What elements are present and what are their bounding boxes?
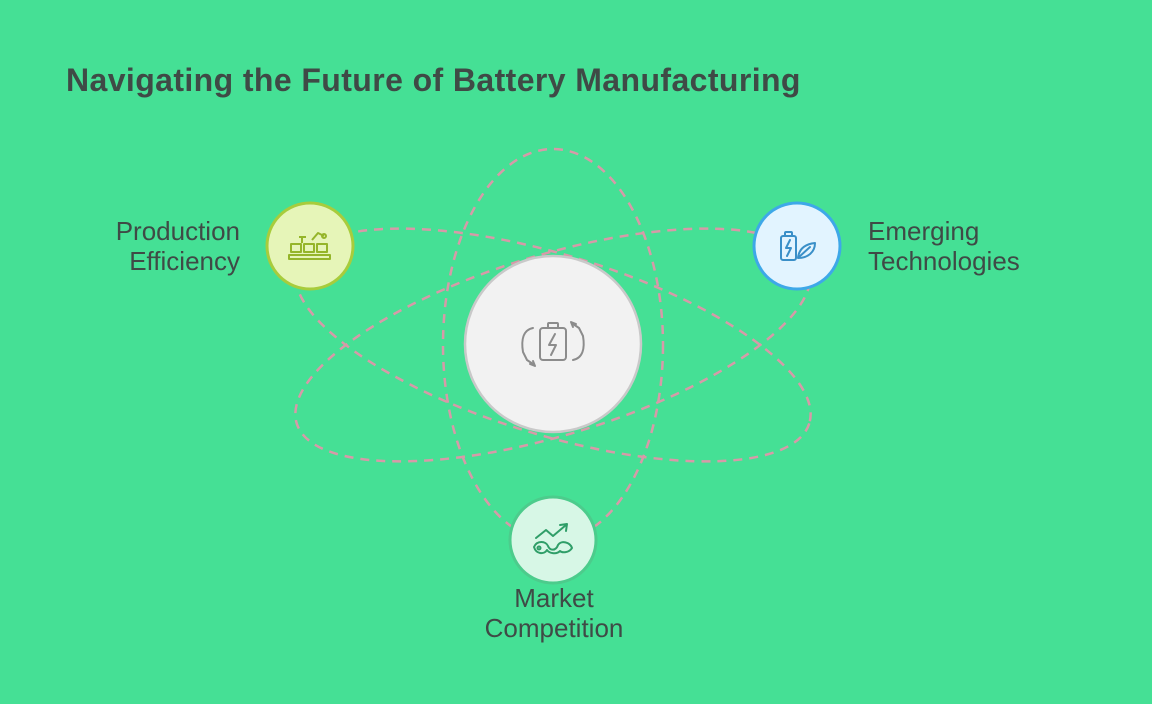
- page-title: Navigating the Future of Battery Manufac…: [66, 62, 801, 98]
- assembly-line-icon: [288, 232, 331, 260]
- market-trend-icon: [533, 523, 573, 555]
- label-production-efficiency: Production Efficiency: [40, 216, 240, 276]
- label-market-line-2: Competition: [484, 613, 624, 643]
- node-emerging-technologies: [752, 201, 842, 291]
- label-market-line-1: Market: [514, 583, 594, 613]
- label-emerging-line-1: Emerging: [868, 216, 980, 246]
- eco-battery-icon: [780, 231, 816, 261]
- node-production-efficiency: [265, 201, 355, 291]
- label-emerging-line-2: Technologies: [868, 246, 1020, 276]
- battery-cycle-icon: [521, 321, 585, 367]
- center-node: [463, 254, 643, 434]
- label-market-competition: Market Competition: [424, 583, 684, 643]
- label-production-line-2: Efficiency: [129, 246, 240, 276]
- node-market-competition: [508, 495, 598, 585]
- label-emerging-technologies: Emerging Technologies: [868, 216, 1020, 276]
- label-production-line-1: Production: [115, 216, 240, 246]
